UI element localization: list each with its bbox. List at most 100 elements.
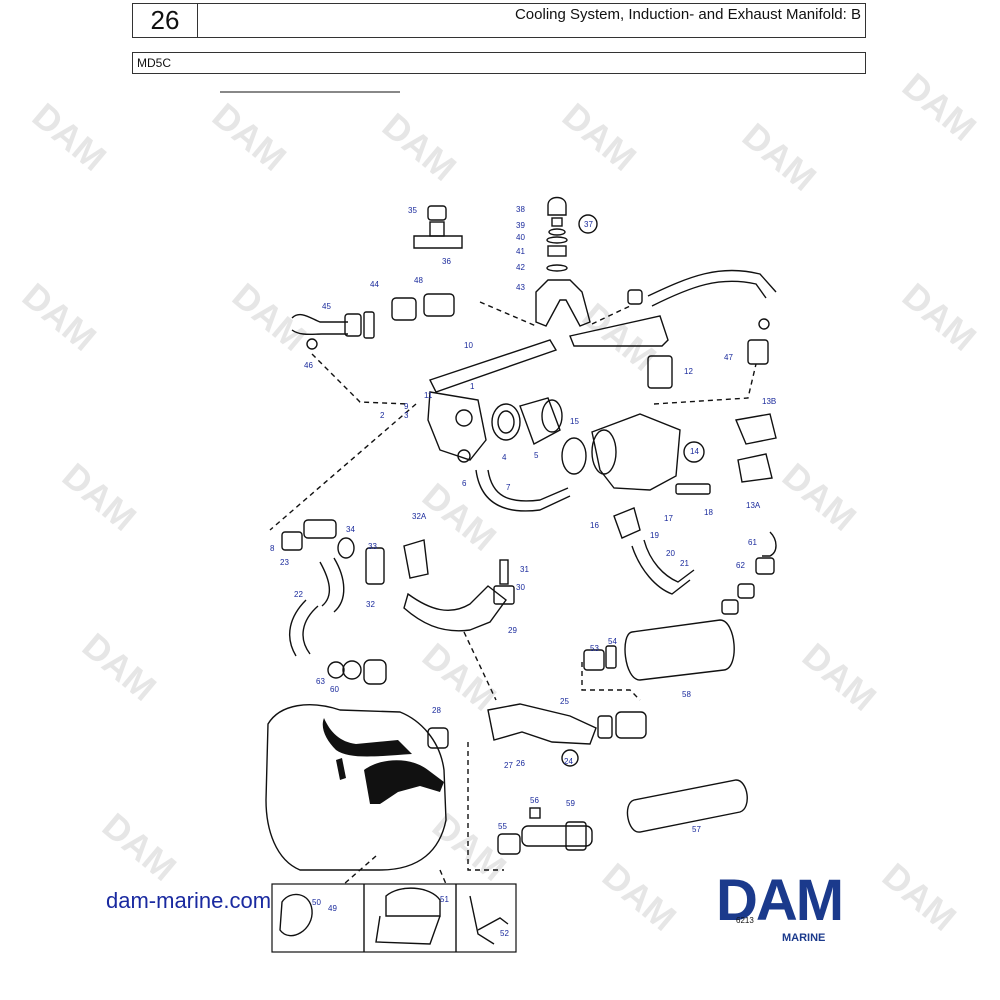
part-label: 16 — [590, 521, 599, 530]
part-label: 14 — [690, 447, 699, 456]
part-label: 17 — [664, 514, 673, 523]
part-label: 32 — [366, 600, 375, 609]
part-label: 3 — [404, 411, 409, 420]
part-label: 57 — [692, 825, 701, 834]
part-label: 59 — [566, 799, 575, 808]
logo-subtitle: MARINE — [782, 932, 826, 944]
part-label: 13B — [762, 397, 776, 406]
part-label: 27 — [504, 761, 513, 770]
part-label: 50 — [312, 898, 321, 907]
part-label: 39 — [516, 221, 525, 230]
part-label: 24 — [564, 757, 573, 766]
watermark: DAM — [795, 635, 884, 719]
logo-text: DAM — [716, 868, 844, 933]
watermark-layer: DAM DAM DAM DAM DAM DAM DAM DAM DAM DAM … — [15, 65, 984, 939]
part-label: 13A — [746, 501, 761, 510]
part-label: 7 — [506, 483, 511, 492]
part-label: 51 — [440, 895, 449, 904]
model-box: MD5C — [132, 52, 866, 74]
drawing-code: 6213 — [736, 916, 754, 925]
part-label: 2 — [380, 411, 385, 420]
part-label: 38 — [516, 205, 525, 214]
part-label: 42 — [516, 263, 525, 272]
watermark: DAM — [415, 635, 504, 719]
part-label: 54 — [608, 637, 617, 646]
part-label: 34 — [346, 525, 355, 534]
model-name: MD5C — [137, 56, 172, 70]
part-label: 60 — [330, 685, 339, 694]
part-label: 12 — [684, 367, 693, 376]
part-label: 62 — [736, 561, 745, 570]
page-title: Cooling System, Induction- and Exhaust M… — [514, 6, 861, 23]
watermark: DAM — [415, 475, 504, 559]
part-label: 1 — [470, 382, 475, 391]
watermark: DAM — [55, 455, 144, 539]
part-label: 22 — [294, 590, 303, 599]
brand-logo: DAM MARINE — [716, 868, 898, 945]
watermark: DAM — [775, 455, 864, 539]
part-label: 36 — [442, 257, 451, 266]
watermark: DAM — [555, 95, 644, 179]
part-label: 30 — [516, 583, 525, 592]
part-label: 26 — [516, 759, 525, 768]
part-label: 10 — [464, 341, 473, 350]
parts-linework — [265, 196, 777, 953]
part-label: 18 — [704, 508, 713, 517]
part-label: 9 — [404, 402, 409, 411]
part-label: 29 — [508, 626, 517, 635]
part-label: 32A — [412, 512, 427, 521]
part-label: 5 — [534, 451, 539, 460]
part-label: 40 — [516, 233, 525, 242]
part-label: 28 — [432, 706, 441, 715]
part-label: 63 — [316, 677, 325, 686]
page-number: 26 — [133, 4, 198, 37]
watermark: DAM — [895, 275, 984, 359]
part-label: 55 — [498, 822, 507, 831]
watermark: DAM — [225, 275, 314, 359]
watermark: DAM — [75, 625, 164, 709]
part-label: 6 — [462, 479, 467, 488]
part-label: 37 — [584, 220, 593, 229]
dashed-leaders — [269, 301, 757, 885]
part-label: 20 — [666, 549, 675, 558]
part-label: 43 — [516, 283, 525, 292]
part-label: 15 — [570, 417, 579, 426]
part-label: 49 — [328, 904, 337, 913]
watermark: DAM — [205, 95, 294, 179]
part-label: 41 — [516, 247, 525, 256]
part-label: 47 — [724, 353, 733, 362]
watermark: DAM — [95, 805, 184, 889]
watermark: DAM — [15, 275, 104, 359]
part-label: 35 — [408, 206, 417, 215]
header-box: 26 Cooling System, Induction- and Exhaus… — [132, 3, 866, 38]
highlighted-parts — [322, 718, 444, 804]
part-label: 19 — [650, 531, 659, 540]
part-label: 52 — [500, 929, 509, 938]
part-label: 31 — [520, 565, 529, 574]
part-label: 61 — [748, 538, 757, 547]
part-label: 45 — [322, 302, 331, 311]
watermark: DAM — [595, 855, 684, 939]
watermark: DAM — [425, 805, 514, 889]
part-label: 56 — [530, 796, 539, 805]
part-label: 53 — [590, 644, 599, 653]
part-label: 21 — [680, 559, 689, 568]
part-label: 11 — [424, 391, 433, 400]
part-label: 58 — [682, 690, 691, 699]
part-label: 33 — [368, 542, 377, 551]
part-label: 25 — [560, 697, 569, 706]
part-label: 8 — [270, 544, 275, 553]
part-label: 48 — [414, 276, 423, 285]
watermark: DAM — [735, 115, 824, 199]
part-label: 4 — [502, 453, 507, 462]
part-label-layer: 1 2 3 4 5 6 7 8 9 10 11 12 13A 13B 14 15… — [270, 205, 776, 938]
part-label: 44 — [370, 280, 379, 289]
website-link[interactable]: dam-marine.com — [106, 888, 272, 913]
watermark: DAM — [575, 295, 664, 379]
watermark: DAM — [375, 105, 464, 189]
watermark: DAM — [25, 95, 114, 179]
watermark: DAM — [895, 65, 984, 149]
part-label: 23 — [280, 558, 289, 567]
part-label: 46 — [304, 361, 313, 370]
